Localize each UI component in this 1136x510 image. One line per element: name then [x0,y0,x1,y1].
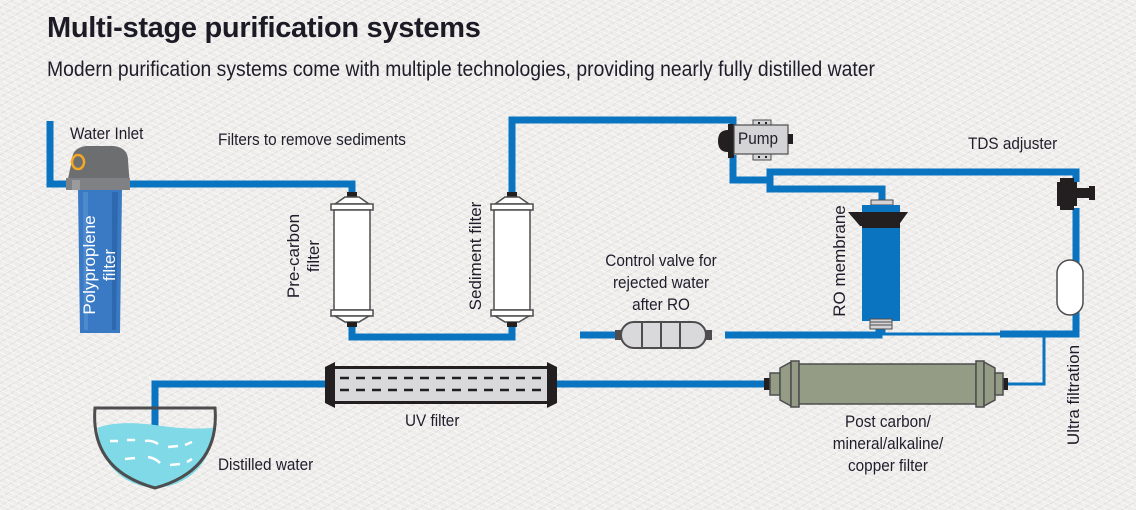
label-pre-carbon-line1: Pre-carbon [284,213,303,299]
label-post-carbon-line1: Post carbon/ [845,412,931,431]
page-subtitle: Modern purification systems come with mu… [47,58,875,81]
post-carbon-filter [764,360,1008,408]
pipe-poly-to-precarbon [128,180,356,194]
label-uv-filter: UV filter [405,411,460,430]
pre-carbon-filter [330,192,374,327]
distilled-water-bowl [93,406,217,490]
ro-membrane [848,199,908,330]
pipe-uv-to-bowl [151,380,325,428]
page-title: Multi-stage purification systems [47,12,481,44]
label-control-valve-line3: after RO [632,295,690,314]
label-polypropylene-line2: filter [99,248,119,282]
label-post-carbon-line3: copper filter [848,456,928,475]
pipe-pump-out [729,155,770,184]
label-sediment-filter: Sediment filter [466,201,485,311]
label-control-valve-line2: rejected water [612,273,710,292]
label-post-carbon-filter: Post carbon/ mineral/alkaline/ copper fi… [809,411,967,477]
pipe-ro-reject [725,327,883,339]
uv-filter [325,362,557,408]
water-ripples [110,438,193,467]
pipe-ro-permeate [882,327,1046,386]
label-tds-adjuster: TDS adjuster [968,134,1058,153]
label-distilled-water: Distilled water [218,455,314,474]
label-pump: Pump [738,129,778,148]
ultra-filtration [1056,259,1084,316]
label-water-inlet: Water Inlet [70,124,144,143]
pipe-precarbon-to-sediment [348,326,516,341]
label-post-carbon-line2: mineral/alkaline/ [832,434,944,453]
control-valve [615,321,712,349]
polypropylene-filter [66,146,130,333]
label-filters-sediments: Filters to remove sediments [218,130,406,149]
pump [718,119,793,161]
pipes [46,116,1080,428]
label-control-valve: Control valve for rejected water after R… [585,250,738,316]
pipe-to-tds [766,168,1080,182]
pipe-to-ro [766,172,886,200]
label-pre-carbon-line2: filter [303,239,323,273]
thin-pipes [882,327,1046,386]
sediment-filter [490,192,534,327]
label-control-valve-line1: Control valve for [605,251,717,270]
pipe-inlet [46,121,70,188]
label-ultra-filtration: Ultra filtration [1064,344,1083,446]
label-ro-membrane: RO membrane [830,205,849,317]
label-polypropylene-line1: Polyproplene [80,215,99,315]
label-polypropylene-filter: Polyproplene filter [80,200,119,330]
orange-ring-icon [70,153,86,171]
label-pre-carbon-filter: Pre-carbon filter [284,206,323,306]
tds-adjuster [1057,178,1095,210]
pipe-sediment-to-pump [508,116,737,194]
